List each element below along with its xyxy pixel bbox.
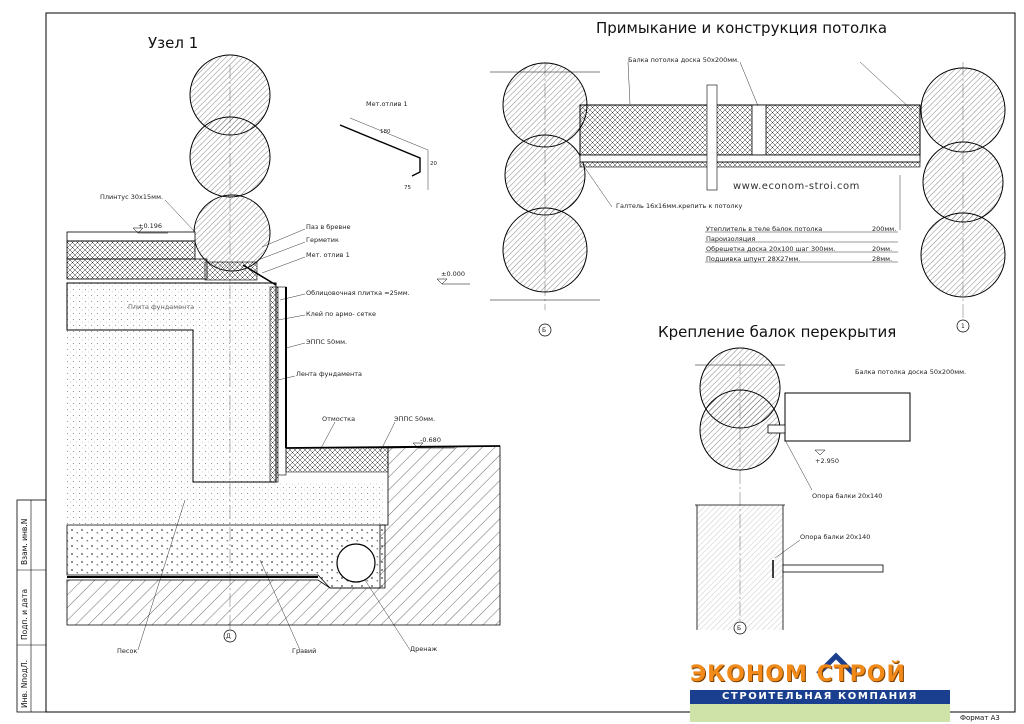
label-tile: Облицовочная плитка ≈25мм. <box>306 289 410 297</box>
ceiling-title: Примыкание и конструкция потолка <box>596 19 888 37</box>
node1-detail <box>66 54 501 651</box>
ceiling-layer-name-3: Обрешетка доска 20х100 шаг 300мм. <box>706 245 836 253</box>
ceiling-layer-value-3: 20мм. <box>872 245 893 253</box>
label-glue: Клей по армо- сетке <box>306 310 377 318</box>
label-plinth: Плинтус 30х15мм. <box>100 193 164 201</box>
label-strip: Лента фундамента <box>296 370 363 378</box>
ceiling-layer-value-4: 28мм. <box>872 255 893 263</box>
level-zero: ±0.000 <box>441 270 466 278</box>
website-link[interactable]: www.econom-stroi.com <box>733 181 860 192</box>
flashing-dim-2: 20 <box>430 161 437 167</box>
flashing-detail <box>339 117 429 190</box>
ceiling-fillet-note: Галтель 16х16мм.крепить к потолку <box>616 202 743 210</box>
beams-level: +2.950 <box>815 457 840 465</box>
sheet-frame <box>45 12 1016 713</box>
ceiling-layer-value-1: 200мм. <box>872 225 897 233</box>
beams-support-1: Опора балки 20х140 <box>812 492 883 500</box>
beams-beam-note: Балка потолка доска 50х200мм. <box>855 368 967 376</box>
label-sealant: Герметик <box>306 236 339 244</box>
beams-support-2: Опора балки 20х140 <box>800 533 871 541</box>
label-xps1: ЭППС 50мм. <box>306 338 348 346</box>
logo-text-top: ЭКОНОМ СТРОЙ <box>690 662 906 687</box>
node-title: Узел 1 <box>148 34 199 52</box>
axis-node1: Д <box>226 633 231 640</box>
logo-house-icon <box>690 652 950 722</box>
ceiling-layer-name-1: Утеплитель в теле балок потолка <box>706 225 823 233</box>
label-drain: Дренаж <box>410 645 438 653</box>
level-floor: +0.196 <box>138 222 163 230</box>
beams-detail <box>695 347 911 635</box>
stamp-cell-inv-original: Инв. NподЛ. <box>20 659 29 708</box>
logo-text-bottom: СТРОИТЕЛЬНАЯ КОМПАНИЯ <box>690 690 950 704</box>
flashing-detail-title: Мет.отлив 1 <box>366 100 408 108</box>
label-flashing: Мет. отлив 1 <box>306 251 350 259</box>
company-logo: ЭКОНОМ СТРОЙ СТРОИТЕЛЬНАЯ КОМПАНИЯ <box>690 644 950 722</box>
label-groove: Паз в бревне <box>306 223 351 231</box>
flashing-dim-3: 75 <box>404 185 411 191</box>
label-gravel: Гравий <box>292 647 317 655</box>
axis-ceiling-right: 1 <box>961 323 965 330</box>
side-stamp <box>16 499 47 713</box>
beams-title: Крепление балок перекрытия <box>658 323 897 341</box>
flashing-dim-1: 180 <box>380 129 391 135</box>
label-xps2: ЭППС 50мм. <box>394 415 436 423</box>
axis-beams: Б <box>737 625 742 632</box>
sheet-format: Формат А3 <box>960 714 1000 722</box>
ceiling-layer-name-2: Пароизоляция <box>706 235 756 243</box>
label-sand: Песок <box>117 647 138 655</box>
ceiling-detail <box>490 61 1006 337</box>
label-slab: Плита фундамента <box>128 303 195 311</box>
ceiling-layer-name-4: Подшивка шпунт 28Х27мм. <box>706 255 801 263</box>
stamp-cell-signature: Подп. и дата <box>20 588 29 640</box>
ceiling-beam-note: Балка потолка доска 50х200мм. <box>628 56 740 64</box>
axis-ceiling-left: Б <box>542 327 547 334</box>
label-blind-area: Отмостка <box>322 415 356 423</box>
level-ground: -0.680 <box>420 436 441 444</box>
stamp-cell-replace-inv: Взам. инв.N <box>20 518 29 565</box>
